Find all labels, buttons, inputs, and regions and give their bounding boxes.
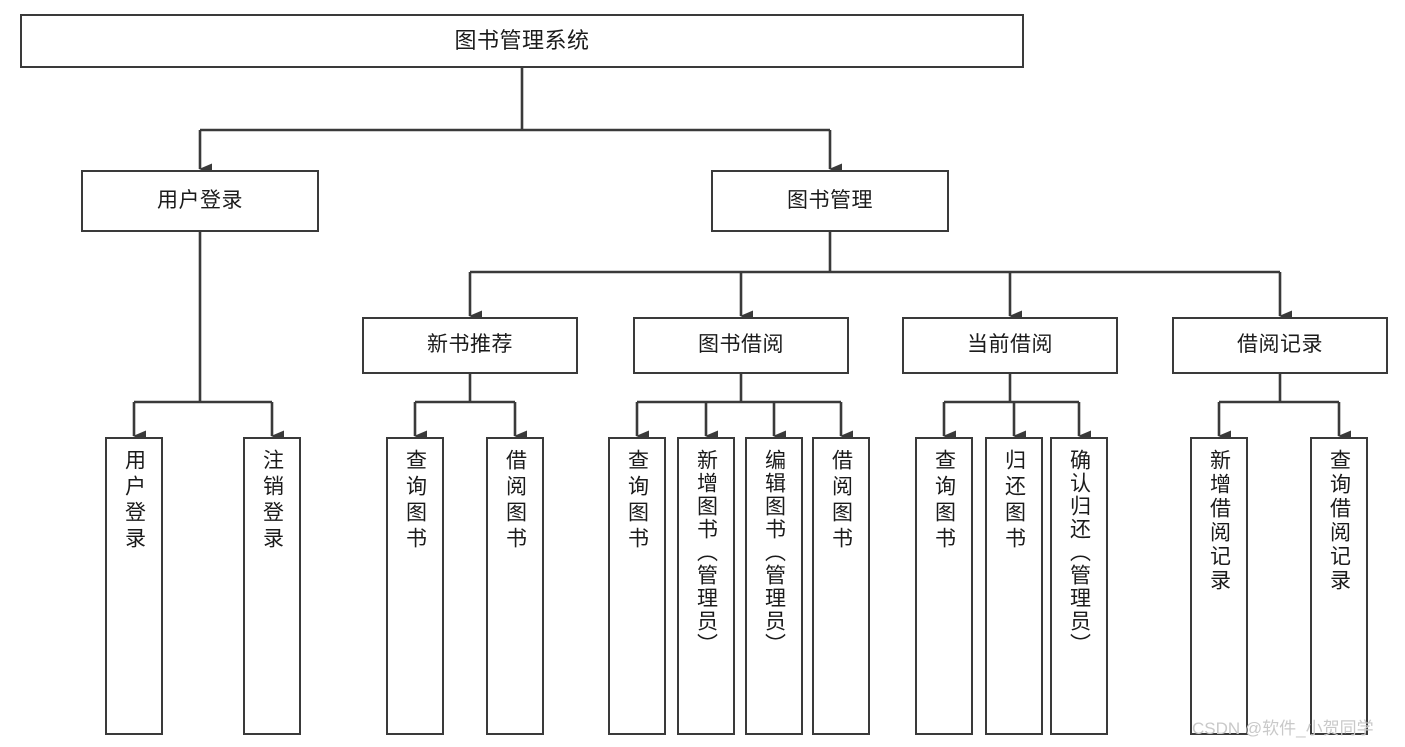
node-label: 图书管理系统 [454,28,590,54]
node-label: 借阅记录 [1237,333,1323,357]
node-label: 归还图书 [1002,449,1026,553]
node-current-borrow[interactable]: 当前借阅 [902,317,1118,374]
node-leaf-rec-borrow[interactable]: 借阅图书 [486,437,544,735]
node-label: 当前借阅 [967,333,1053,357]
node-label: 新书推荐 [427,333,513,357]
node-label: 用户登录 [122,449,146,553]
node-label: 图书借阅 [698,333,784,357]
node-new-book-rec[interactable]: 新书推荐 [362,317,578,374]
node-leaf-cb-confirm[interactable]: 确认归还（管理员） [1050,437,1108,735]
node-leaf-user-login[interactable]: 用户登录 [105,437,163,735]
node-leaf-bb-borrow[interactable]: 借阅图书 [812,437,870,735]
node-label: 注销登录 [260,449,284,553]
node-label: 确认归还（管理员） [1067,449,1091,656]
node-borrow-record[interactable]: 借阅记录 [1172,317,1388,374]
node-leaf-br-query[interactable]: 查询借阅记录 [1310,437,1368,735]
node-label: 用户登录 [157,188,243,212]
node-label: 查询图书 [403,449,427,553]
node-leaf-user-logout[interactable]: 注销登录 [243,437,301,735]
node-leaf-br-add[interactable]: 新增借阅记录 [1190,437,1248,735]
node-leaf-bb-query[interactable]: 查询图书 [608,437,666,735]
node-label: 查询借阅记录 [1327,449,1351,593]
node-leaf-rec-query[interactable]: 查询图书 [386,437,444,735]
node-label: 查询图书 [625,449,649,553]
node-leaf-bb-edit[interactable]: 编辑图书（管理员） [745,437,803,735]
node-leaf-cb-query[interactable]: 查询图书 [915,437,973,735]
node-book-manage[interactable]: 图书管理 [711,170,949,232]
node-label: 编辑图书（管理员） [762,449,786,656]
node-label: 借阅图书 [829,449,853,553]
node-leaf-cb-return[interactable]: 归还图书 [985,437,1043,735]
node-book-borrow[interactable]: 图书借阅 [633,317,849,374]
csdn-watermark: CSDN @软件_小贺同学 [1192,719,1374,738]
node-root[interactable]: 图书管理系统 [20,14,1024,68]
node-leaf-bb-add[interactable]: 新增图书（管理员） [677,437,735,735]
node-label: 查询图书 [932,449,956,553]
node-user-login[interactable]: 用户登录 [81,170,319,232]
node-label: 图书管理 [787,188,873,212]
node-label: 新增借阅记录 [1207,449,1231,593]
node-label: 借阅图书 [503,449,527,553]
node-label: 新增图书（管理员） [694,449,718,656]
